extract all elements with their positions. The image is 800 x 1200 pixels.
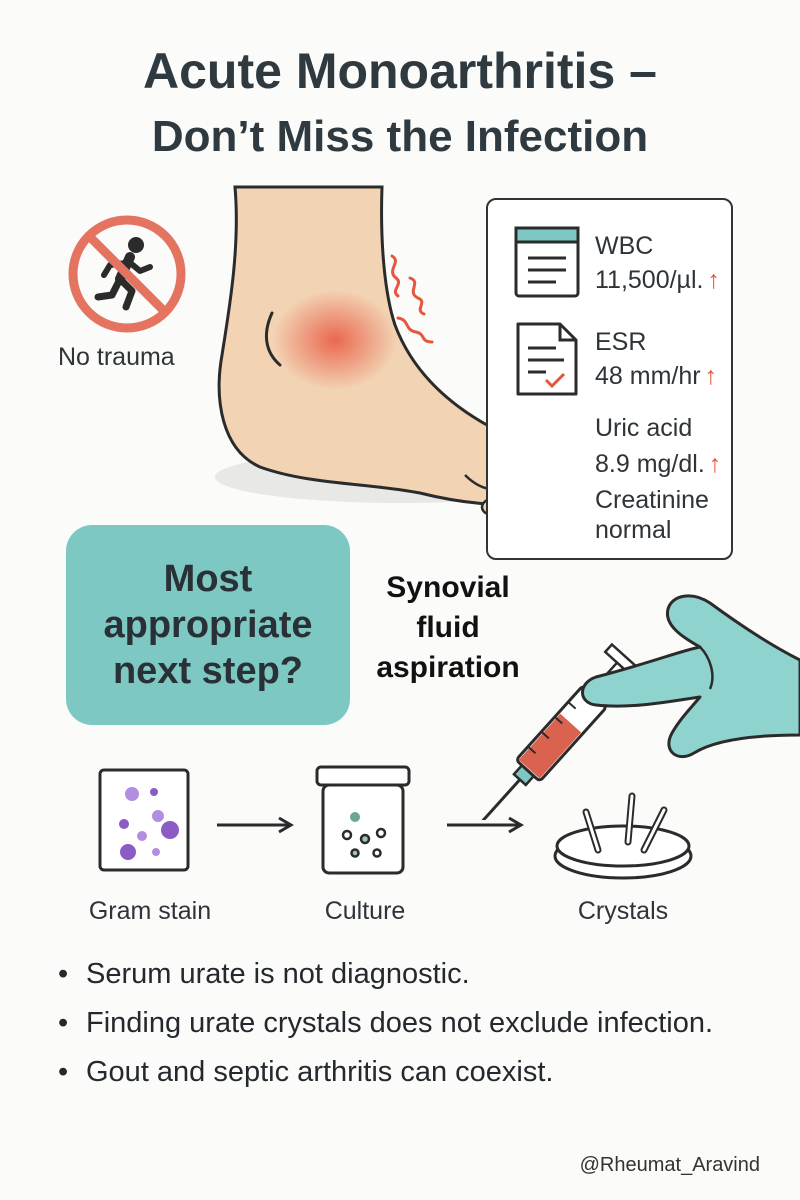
bullet-text: Gout and septic arthritis can coexist. xyxy=(86,1056,554,1088)
key-points-list: • Serum urate is not diagnostic. • Findi… xyxy=(58,956,778,1103)
question-text: Most appropriate next step? xyxy=(66,556,350,694)
lab-report-icon xyxy=(514,226,580,298)
wbc-elevated-arrow: ↑ xyxy=(707,266,720,294)
answer-text: Synovial fluid aspiration xyxy=(358,568,538,688)
step-label-culture: Culture xyxy=(324,897,406,925)
document-check-icon xyxy=(516,322,578,396)
question-box xyxy=(66,525,350,725)
arrow-right-icon xyxy=(447,816,524,834)
culture-jar-icon xyxy=(315,765,411,875)
question-line-2: appropriate xyxy=(103,604,313,646)
question-line-3: next step? xyxy=(112,650,304,692)
title-line-1: Acute Monoarthritis – xyxy=(143,43,657,99)
answer-line-2: fluid xyxy=(416,611,480,644)
list-item: • Finding urate crystals does not exclud… xyxy=(58,1005,778,1042)
bullet-dot: • xyxy=(58,958,69,990)
step-label-crystals: Crystals xyxy=(577,897,669,925)
wbc-label: WBC xyxy=(595,232,654,260)
creatinine-label: Creatinine xyxy=(595,486,709,514)
bullet-text: Serum urate is not diagnostic. xyxy=(86,958,470,990)
esr-value: 48 mm/hr xyxy=(595,362,701,390)
uric-acid-value-row: 8.9 mg/dl.↑ xyxy=(595,448,721,480)
uric-acid-label: Uric acid xyxy=(595,414,693,442)
wbc-value: 11,500/µl. xyxy=(595,266,704,294)
no-trauma-label: No trauma xyxy=(58,343,175,371)
pain-lines-icon xyxy=(390,254,434,344)
title-line-2: Don’t Miss the Infection xyxy=(151,112,649,161)
creatinine-value: normal xyxy=(595,516,672,544)
bullet-text: Finding urate crystals does not exclude … xyxy=(86,1007,714,1039)
bullet-dot: • xyxy=(58,1007,69,1039)
bullet-dot: • xyxy=(58,1056,69,1088)
syringe-hand-illustration xyxy=(471,594,800,820)
arrow-right-icon xyxy=(217,816,294,834)
question-line-1: Most xyxy=(163,558,253,600)
list-item: • Gout and septic arthritis can coexist. xyxy=(58,1054,778,1091)
gram-stain-slide-icon xyxy=(98,768,190,872)
step-label-gram-stain: Gram stain xyxy=(88,897,212,925)
wbc-value-row: 11,500/µl.↑ xyxy=(595,264,720,296)
no-running-icon xyxy=(68,215,186,333)
esr-label: ESR xyxy=(595,328,647,356)
esr-value-row: 48 mm/hr↑ xyxy=(595,360,717,392)
crystals-petri-dish-icon xyxy=(553,792,693,880)
answer-line-1: Synovial xyxy=(386,571,510,604)
uric-acid-elevated-arrow: ↑ xyxy=(708,450,722,478)
esr-elevated-arrow: ↑ xyxy=(704,362,718,390)
uric-acid-value: 8.9 mg/dl. xyxy=(595,450,705,478)
answer-line-3: aspiration xyxy=(376,651,520,684)
list-item: • Serum urate is not diagnostic. xyxy=(58,956,778,993)
author-handle: @Rheumat_Aravind xyxy=(579,1154,760,1176)
